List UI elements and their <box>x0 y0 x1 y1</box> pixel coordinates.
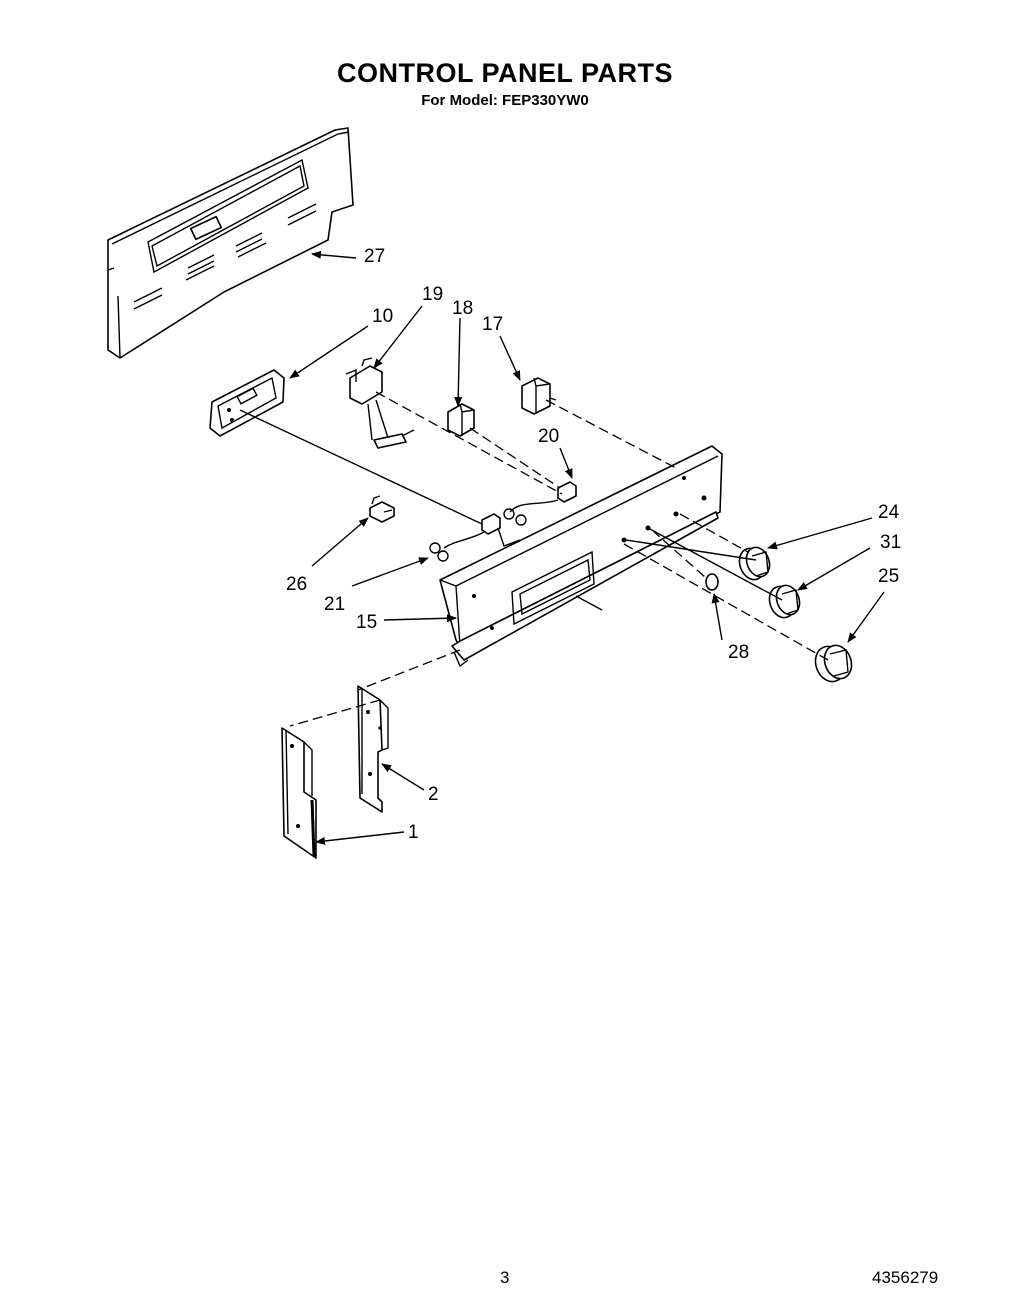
part-17-switch <box>521 377 557 415</box>
callout-17: 17 <box>482 314 503 335</box>
part-19-switch <box>345 357 415 449</box>
part-1-bracket <box>281 727 317 859</box>
callout-27: 27 <box>364 246 385 267</box>
part-2-bracket <box>357 685 389 813</box>
callout-31: 31 <box>880 532 901 553</box>
callout-20: 20 <box>538 426 559 447</box>
part-21-harness <box>429 499 559 562</box>
callout-18: 18 <box>452 298 473 319</box>
part-26-clip <box>369 495 395 523</box>
part-31-knob <box>768 584 801 619</box>
callout-21: 21 <box>324 594 345 615</box>
page-title: CONTROL PANEL PARTS <box>336 58 674 88</box>
part-10-display-bezel <box>209 369 285 437</box>
part-25-knob <box>814 644 853 683</box>
callout-2: 2 <box>428 784 439 805</box>
part-20-connector <box>557 481 577 503</box>
callout-19: 19 <box>422 284 443 305</box>
leader-lines <box>289 250 885 845</box>
part-27-backplate <box>107 127 354 359</box>
callout-24: 24 <box>878 502 900 523</box>
callout-25: 25 <box>878 566 899 587</box>
page-number: 3 <box>500 1268 510 1287</box>
callout-26: 26 <box>286 574 307 595</box>
callout-15: 15 <box>356 612 377 633</box>
part-15-console <box>439 445 723 668</box>
assembly-lines <box>239 391 829 727</box>
callout-1: 1 <box>408 822 419 843</box>
part-24-knob <box>738 546 771 581</box>
model-subtitle: For Model: FEP330YW0 <box>421 92 589 109</box>
part-28-spacer <box>705 573 719 591</box>
part-18-switch <box>447 403 475 437</box>
callout-10: 10 <box>372 306 393 327</box>
callout-labels: 27 19 18 17 10 20 24 31 25 26 21 15 28 2… <box>286 246 901 843</box>
callout-28: 28 <box>728 642 749 663</box>
document-number: 4356279 <box>872 1268 939 1287</box>
